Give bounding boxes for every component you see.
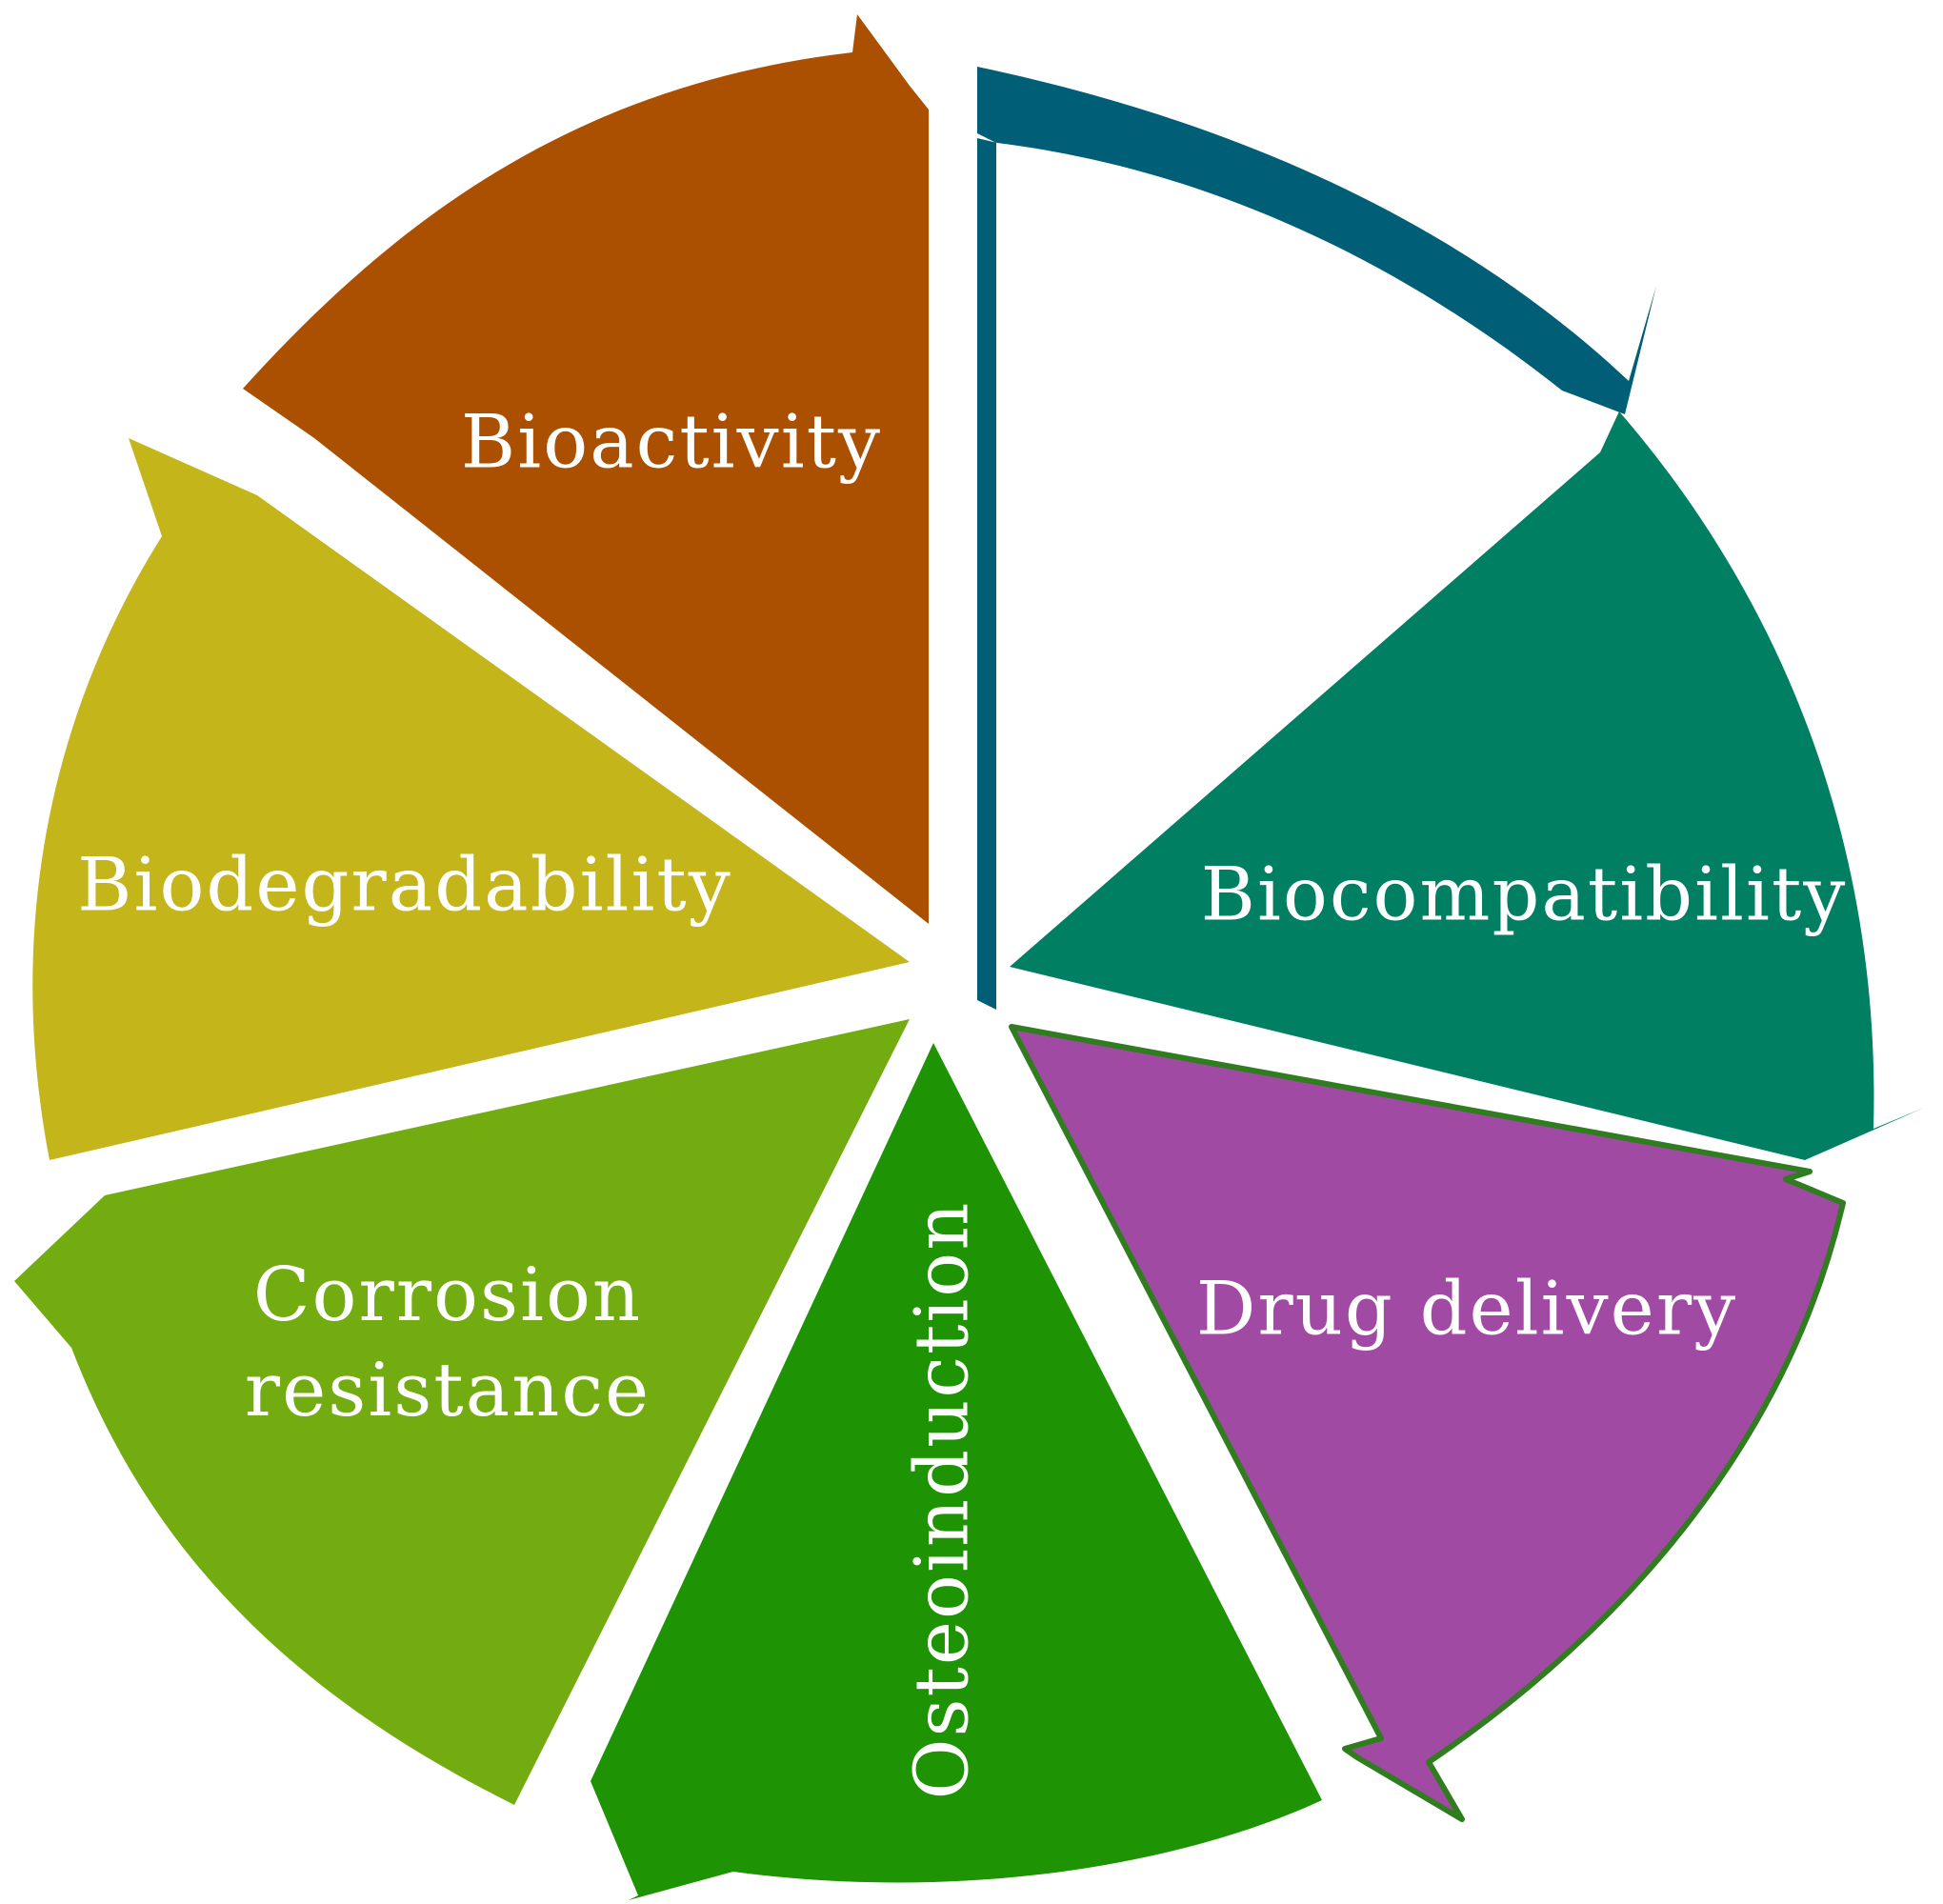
label-corrosion-resistance-line-2: resistance bbox=[245, 1348, 651, 1433]
label-bioactivity: Bioactivity bbox=[461, 400, 882, 486]
label-corrosion-resistance-line-1: Corrosion bbox=[253, 1253, 642, 1338]
segment-osteoinduction bbox=[591, 1043, 1322, 1900]
segment-biocompatibility bbox=[1010, 411, 1924, 1160]
label-osteoinduction: Osteoinduction bbox=[900, 1201, 986, 1800]
label-corrosion-resistance: Corrosion resistance bbox=[245, 1253, 651, 1433]
label-self-healing: Self healing bbox=[1004, 400, 1475, 486]
segment-bioactivity bbox=[243, 14, 929, 924]
segment-self-healing bbox=[977, 67, 1656, 1010]
segment-corrosion-resistance bbox=[14, 1019, 910, 1805]
segment-biodegradability bbox=[32, 438, 911, 1160]
label-biocompatibility: Biocompatibility bbox=[1201, 852, 1848, 938]
label-drug-delivery: Drug delivery bbox=[1196, 1267, 1737, 1353]
segment-drug-delivery bbox=[1009, 1024, 1846, 1822]
label-biodegradability: Biodegradability bbox=[77, 843, 732, 929]
